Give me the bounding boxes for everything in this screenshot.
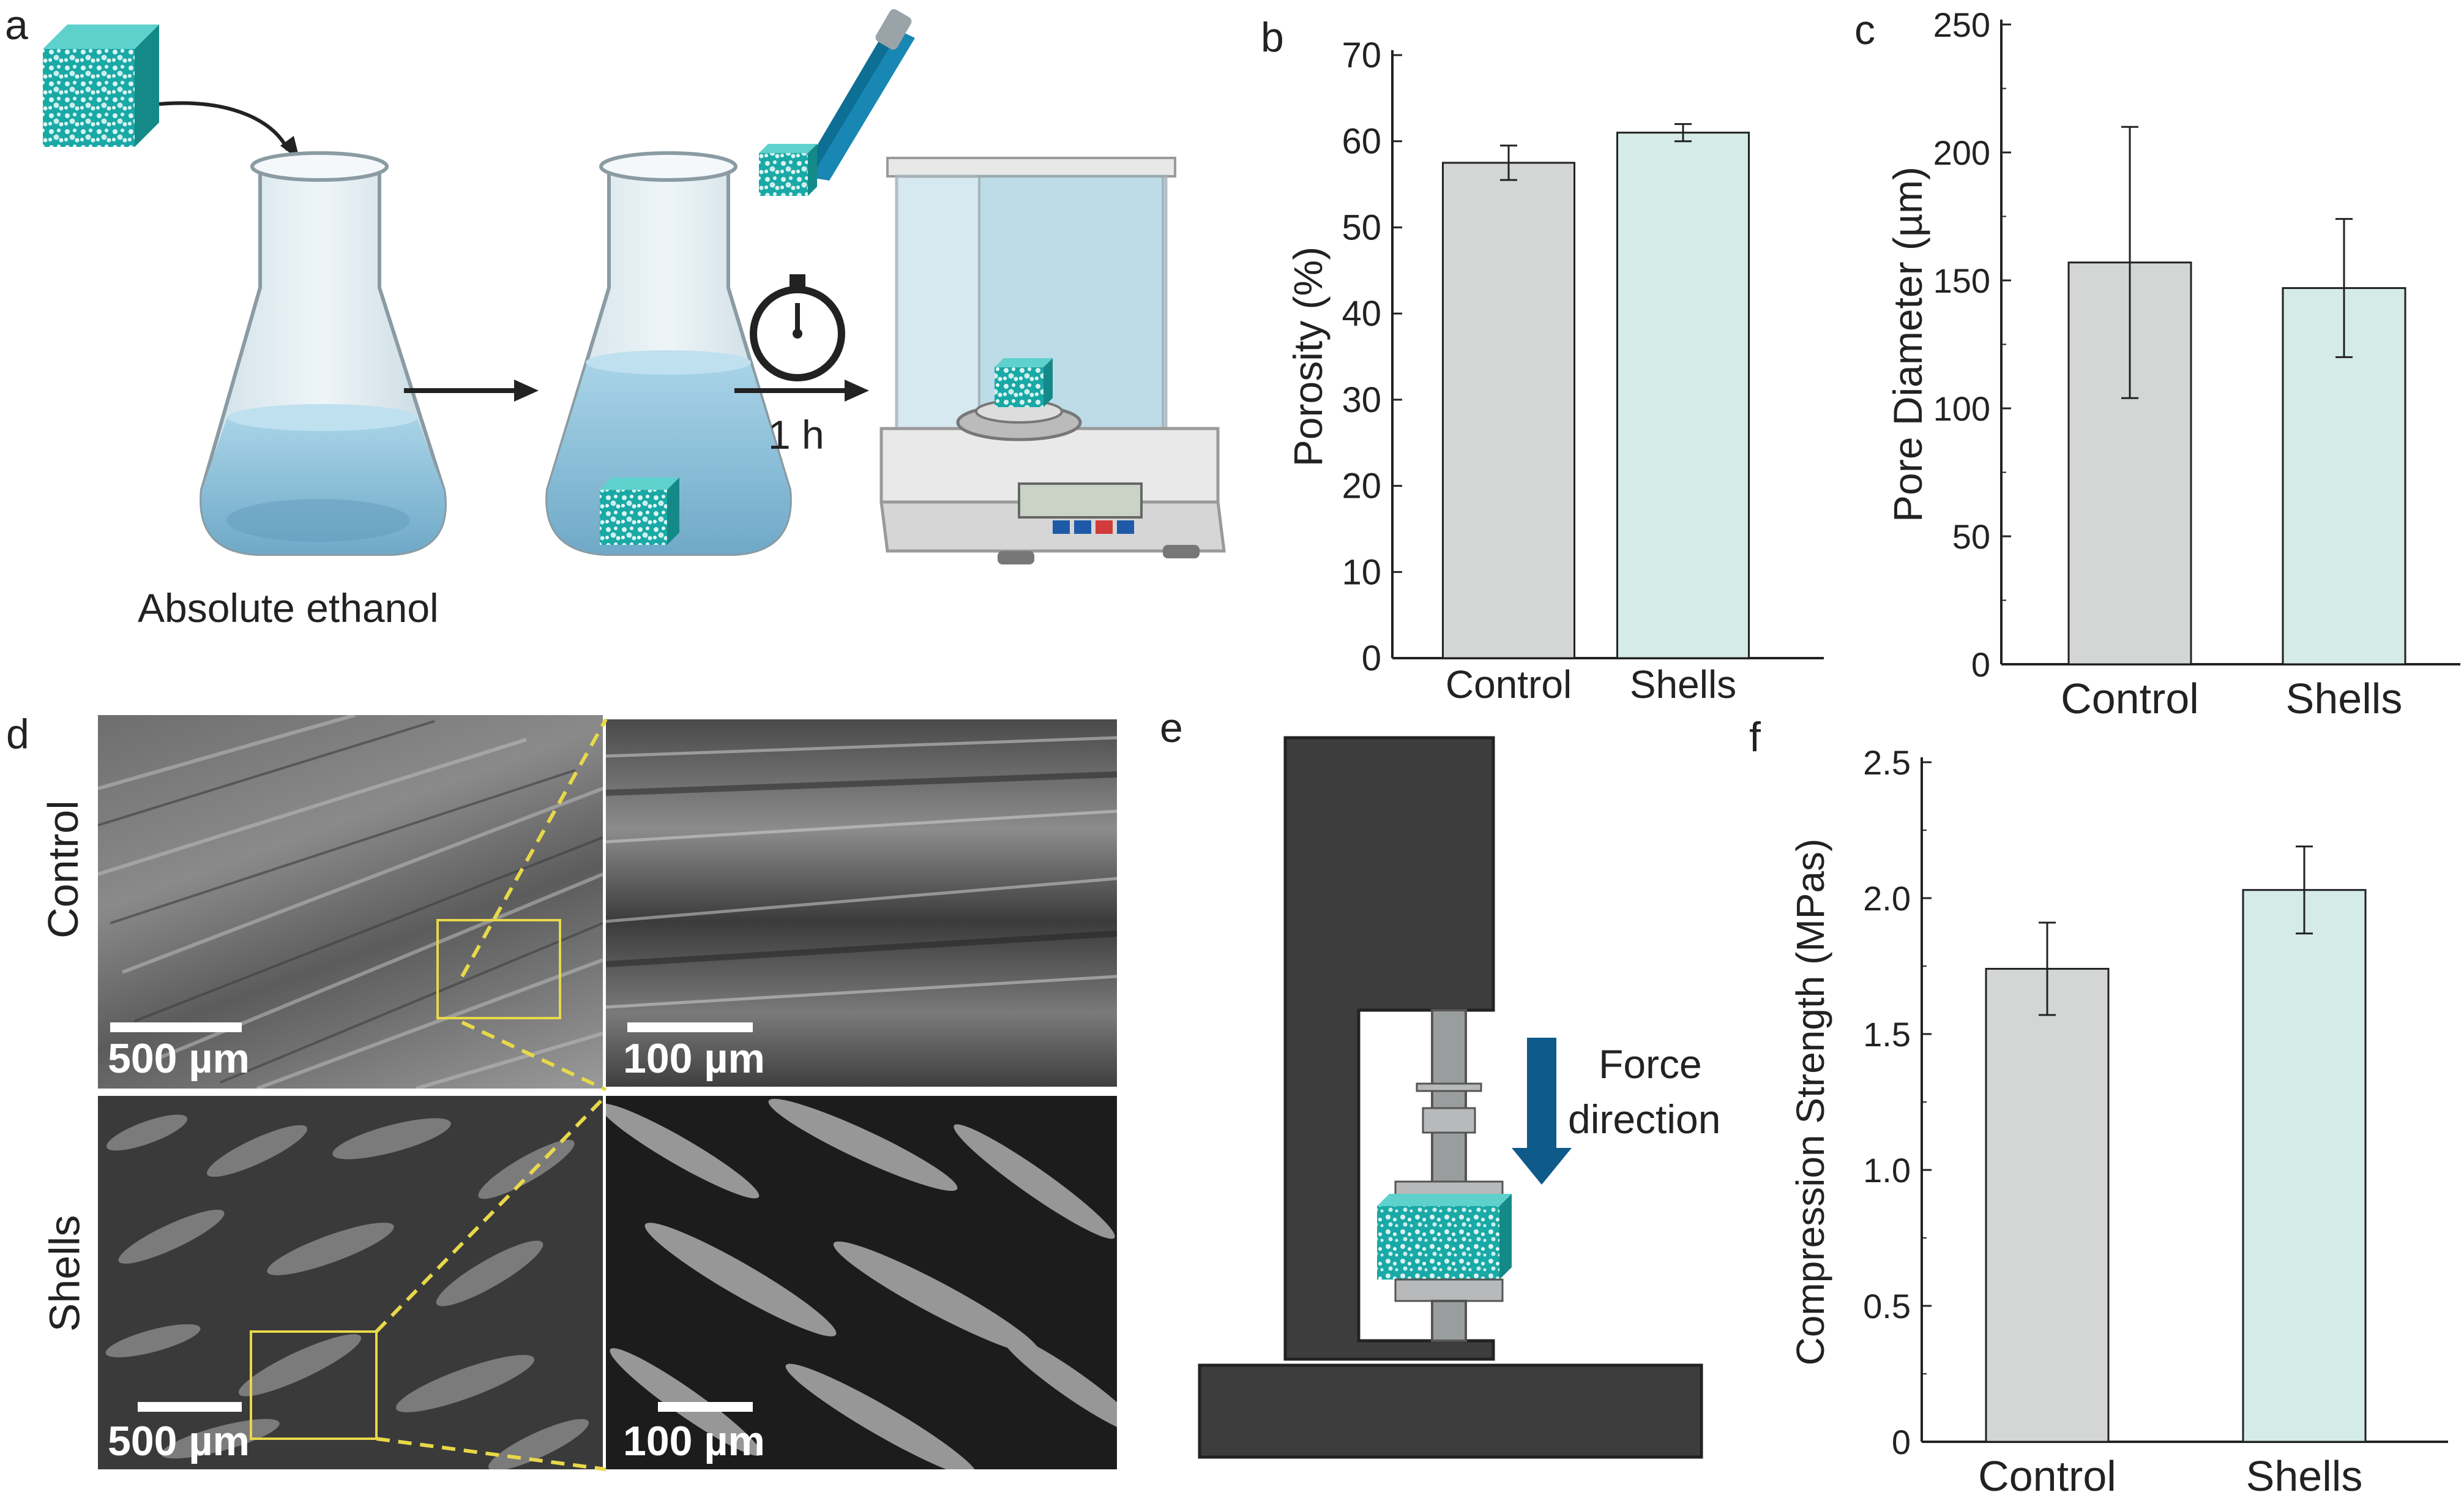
curved-arrow-icon — [159, 101, 289, 151]
x-category-label: Control — [2061, 675, 2199, 722]
y-tick-label: 40 — [1342, 294, 1381, 334]
y-tick-label: 0 — [1892, 1423, 1911, 1461]
y-tick-label: 10 — [1342, 552, 1381, 592]
x-category-label: Shells — [2286, 675, 2403, 722]
scale-bar-4 — [658, 1402, 753, 1412]
y-tick-label: 0 — [1362, 639, 1381, 678]
stopwatch-icon — [750, 274, 845, 381]
force-arrow-icon — [1512, 1038, 1572, 1185]
y-tick-label: 0 — [1971, 645, 1990, 684]
y-axis-label: Porosity (%) — [1285, 247, 1331, 467]
y-tick-label: 100 — [1933, 389, 1990, 428]
scaffold-sample-icon — [1377, 1194, 1512, 1280]
y-axis-label: Compression Strength (MPas) — [1788, 839, 1832, 1366]
sem-image-shells-100um — [606, 1096, 1117, 1469]
y-tick-label: 50 — [1342, 208, 1381, 247]
panel-letter-f: f — [1749, 714, 1761, 760]
ethanol-immersion-schematic — [43, 9, 1226, 564]
scale-label-2: 100 µm — [623, 1035, 765, 1082]
inset-box-shells — [250, 1330, 378, 1440]
y-tick-label: 2.0 — [1863, 879, 1911, 918]
press-frame — [1283, 736, 1495, 1361]
panel-letter-d: d — [6, 711, 29, 757]
inset-box-control — [436, 919, 561, 1019]
x-category-label: Shells — [2246, 1452, 2363, 1500]
y-tick-label: 250 — [1933, 6, 1990, 44]
force-label-line1: Force — [1599, 1041, 1702, 1087]
time-label: 1 h — [768, 412, 824, 457]
x-category-label: Control — [1446, 662, 1572, 707]
y-tick-label: 20 — [1342, 467, 1381, 506]
y-tick-label: 0.5 — [1863, 1287, 1911, 1325]
panel-letter-e: e — [1160, 705, 1183, 751]
y-tick-label: 2.5 — [1863, 743, 1911, 782]
y-tick-label: 30 — [1342, 380, 1381, 420]
scaffold-cube-icon — [43, 24, 159, 147]
x-category-label: Shells — [1630, 662, 1736, 707]
erlenmeyer-flask-with-scaffold-icon — [545, 151, 792, 556]
press-base — [1198, 1363, 1703, 1459]
panel-letter-a: a — [5, 2, 28, 48]
panel-letter-c: c — [1854, 7, 1875, 53]
y-tick-label: 50 — [1952, 517, 1990, 556]
force-label-line2: direction — [1568, 1096, 1721, 1142]
scale-bar-3 — [138, 1402, 242, 1412]
y-tick-label: 200 — [1933, 133, 1990, 172]
zoom-lines-overlay — [375, 718, 608, 1471]
bar-control — [1442, 162, 1575, 659]
compression-test-diagram — [1198, 736, 1703, 1459]
y-axis-label: Pore Diameter (µm) — [1885, 167, 1930, 522]
scale-label-1: 500 µm — [108, 1035, 250, 1082]
bar-control — [1985, 967, 2110, 1443]
panel-letter-b: b — [1261, 14, 1284, 61]
x-category-label: Control — [1978, 1452, 2116, 1500]
erlenmeyer-flask-icon — [200, 151, 447, 556]
analytical-balance-icon — [879, 157, 1226, 564]
y-tick-label: 70 — [1342, 37, 1381, 75]
scale-label-4: 100 µm — [623, 1418, 765, 1464]
bar-shells — [2242, 889, 2367, 1443]
scale-bar-2 — [627, 1022, 753, 1032]
y-tick-label: 60 — [1342, 122, 1381, 162]
scale-bar-1 — [110, 1022, 242, 1032]
y-tick-label: 1.5 — [1863, 1015, 1911, 1054]
bar-shells — [1616, 132, 1750, 659]
flask-label: Absolute ethanol — [138, 585, 439, 631]
scale-label-3: 500 µm — [108, 1418, 250, 1464]
y-tick-label: 150 — [1933, 261, 1990, 300]
tweezers-icon — [759, 9, 915, 196]
y-tick-label: 1.0 — [1863, 1151, 1911, 1190]
